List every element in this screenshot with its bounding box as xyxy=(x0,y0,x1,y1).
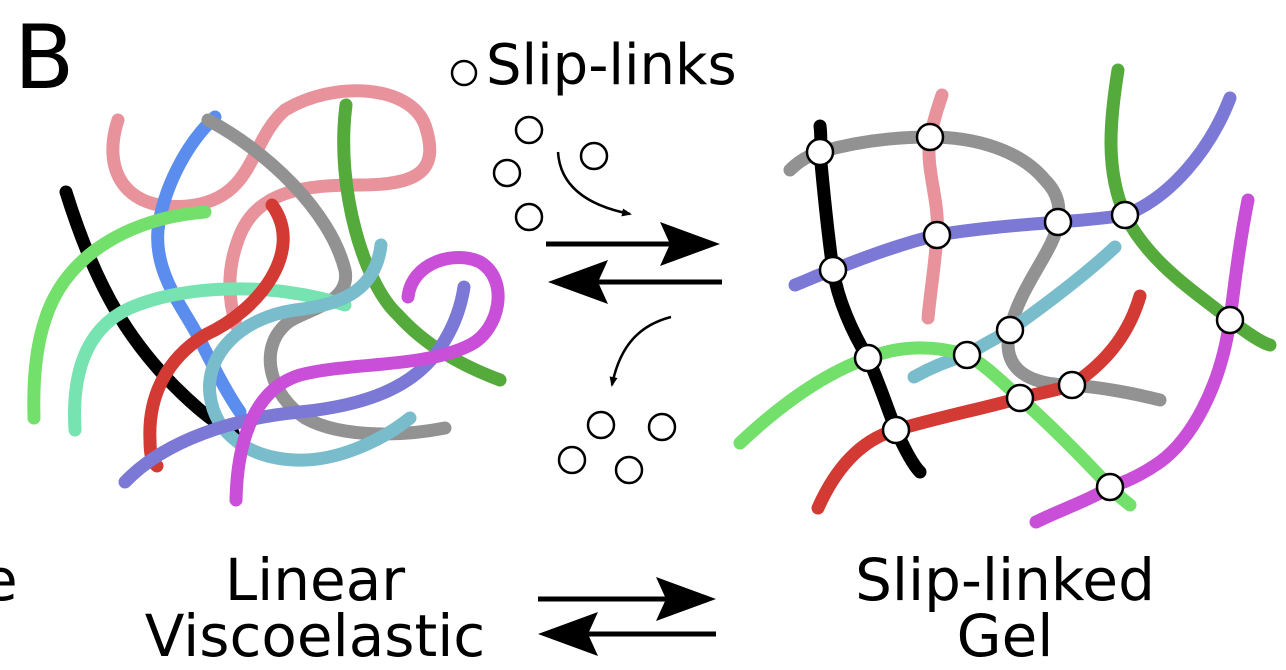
slip-link-circle xyxy=(586,410,616,440)
slip-link-circle xyxy=(881,415,911,445)
slip-link-circle xyxy=(1057,370,1087,400)
slip-link-circle xyxy=(853,343,883,373)
slip-link-circle xyxy=(557,445,587,475)
chain-purple xyxy=(118,280,471,489)
slip-link-circle xyxy=(1095,472,1125,502)
slip-link-circle xyxy=(647,412,677,442)
right-state-line2: Gel xyxy=(956,602,1054,670)
release-arrow xyxy=(609,315,672,387)
chain-cyan xyxy=(203,238,417,467)
cropped-text-fragment: e xyxy=(0,551,18,609)
bottom-equilibrium-arrows xyxy=(538,577,716,656)
backward-arrowhead xyxy=(538,612,598,656)
slip-link-circle xyxy=(1215,305,1245,335)
slip-link-circle xyxy=(805,137,835,167)
open-circle-icon xyxy=(450,59,478,87)
left-entangled-network xyxy=(27,84,507,507)
slip-link-circle xyxy=(514,202,544,232)
forward-arrowhead xyxy=(656,577,716,621)
binding-arrow xyxy=(556,151,632,217)
slip-link-circle xyxy=(922,220,952,250)
gel-chain-green-dark xyxy=(1104,63,1277,352)
chain-gray xyxy=(201,113,452,441)
right-state-line1: Slip-linked xyxy=(855,546,1155,614)
gel-chain-purple xyxy=(788,91,1237,292)
left-state-line2: Viscoelastic xyxy=(144,602,486,670)
slip-link-circle xyxy=(1005,383,1035,413)
slip-link-circle xyxy=(514,115,544,145)
forward-arrowhead xyxy=(660,222,720,266)
slip-link-circle xyxy=(818,255,848,285)
free-slip-links-top xyxy=(492,115,609,232)
chain-green-dark xyxy=(337,98,507,387)
free-slip-links-bottom xyxy=(557,410,677,485)
chain-red xyxy=(143,198,290,473)
slip-link-circle xyxy=(1043,207,1073,237)
chain-pink xyxy=(106,84,437,332)
right-state-caption: Slip-linked Gel xyxy=(800,546,1210,670)
slip-link-circle xyxy=(614,455,644,485)
chain-green-light xyxy=(27,205,212,425)
chain-blue xyxy=(151,110,247,419)
top-equilibrium-arrows xyxy=(546,222,722,304)
backward-arrowhead xyxy=(548,260,608,304)
slip-link-markers xyxy=(805,122,1245,502)
slip-link-circle xyxy=(952,340,982,370)
left-state-line1: Linear xyxy=(224,546,406,614)
left-state-caption: Linear Viscoelastic xyxy=(100,546,530,670)
slip-link-circle xyxy=(995,315,1025,345)
slip-link-circle xyxy=(492,158,522,188)
slip-link-circle xyxy=(915,122,945,152)
chain-magenta xyxy=(229,251,505,507)
panel-label: B xyxy=(14,6,75,109)
gel-chain-magenta xyxy=(1029,193,1255,529)
legend-label: Slip-links xyxy=(486,33,737,98)
chain-teal xyxy=(68,282,352,437)
slip-link-circle xyxy=(579,141,609,171)
slip-link-circle xyxy=(1110,200,1140,230)
